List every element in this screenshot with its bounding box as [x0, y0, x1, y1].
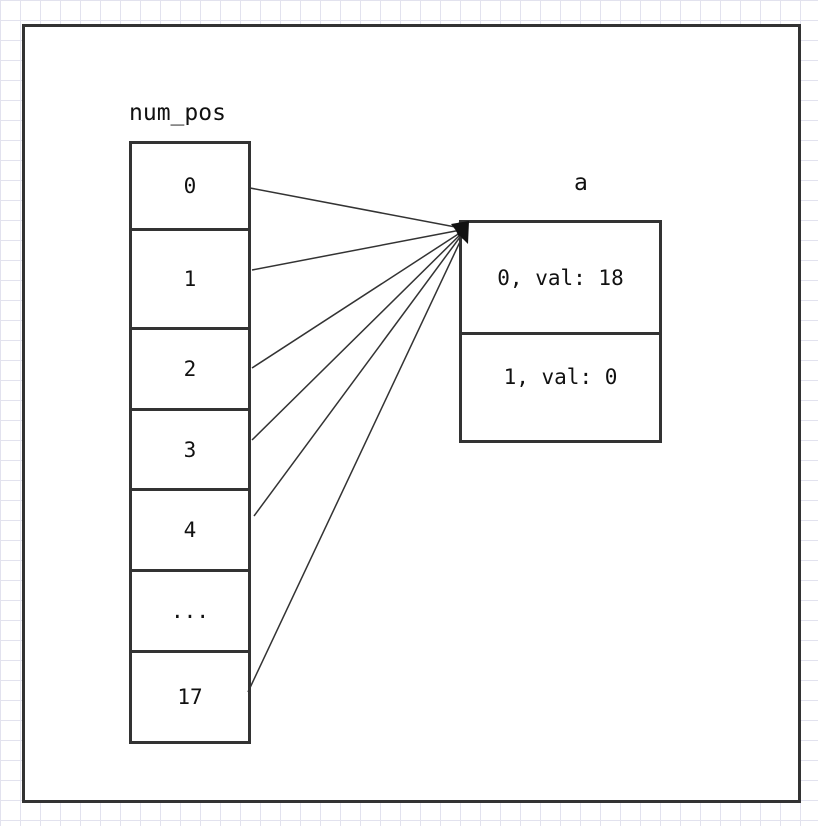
arrow-from-4	[253, 228, 467, 517]
arrow-from-3	[251, 228, 467, 441]
arrow-from-0	[249, 187, 467, 233]
a-cell-1: 1, val: 0	[459, 332, 662, 443]
num-pos-title: num_pos	[129, 100, 226, 126]
arrowhead-cluster	[451, 221, 469, 244]
arrow-from-17	[247, 228, 467, 693]
num-pos-cell-17: 17	[129, 650, 251, 744]
arrow-from-2	[251, 228, 467, 369]
num-pos-cell-1: 1	[129, 228, 251, 330]
a-title: a	[574, 170, 588, 196]
arrow-from-1	[251, 225, 467, 271]
num-pos-cell-3: 3	[129, 408, 251, 491]
num-pos-cell-4: 4	[129, 488, 251, 572]
